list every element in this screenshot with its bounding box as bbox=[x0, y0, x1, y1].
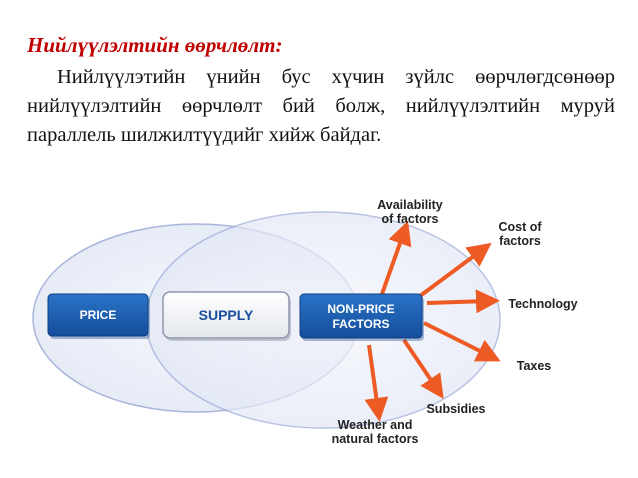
arrow-taxes bbox=[423, 321, 501, 362]
supply-box: SUPPLY bbox=[162, 291, 291, 341]
paragraph-text: Нийлүүлэтийн үнийн бус хүчин зүйлс өөрчл… bbox=[27, 66, 615, 146]
non-price-label-line2: FACTORS bbox=[332, 317, 389, 331]
heading: Нийлүүлэлтийн өөрчлөлт: bbox=[27, 33, 283, 57]
factor-availability-line1: Availability bbox=[377, 198, 443, 212]
factor-taxes: Taxes bbox=[517, 359, 552, 373]
arrow-availability bbox=[380, 220, 412, 295]
arrow-weather bbox=[364, 344, 389, 422]
factor-cost-line2: factors bbox=[499, 234, 541, 248]
factor-availability-line2: of factors bbox=[382, 212, 439, 226]
supply-box-label: SUPPLY bbox=[199, 307, 254, 323]
factor-subsidies: Subsidies bbox=[426, 402, 485, 416]
factor-cost-line1: Cost of bbox=[498, 220, 542, 234]
factor-arrows bbox=[364, 220, 501, 422]
factor-weather-line1: Weather and bbox=[338, 418, 413, 432]
price-box-label: PRICE bbox=[80, 308, 117, 322]
factor-weather-line2: natural factors bbox=[332, 432, 419, 446]
non-price-label-line1: NON-PRICE bbox=[327, 302, 394, 316]
non-price-factors-box: NON-PRICE FACTORS bbox=[299, 293, 424, 341]
paragraph: Нийлүүлэтийн үнийн бус хүчин зүйлс өөрчл… bbox=[27, 63, 615, 150]
arrow-subsidies bbox=[402, 338, 444, 399]
price-box: PRICE bbox=[47, 293, 150, 339]
arrow-cost bbox=[418, 242, 492, 298]
factor-technology: Technology bbox=[508, 297, 577, 311]
arrow-technology bbox=[426, 289, 500, 314]
